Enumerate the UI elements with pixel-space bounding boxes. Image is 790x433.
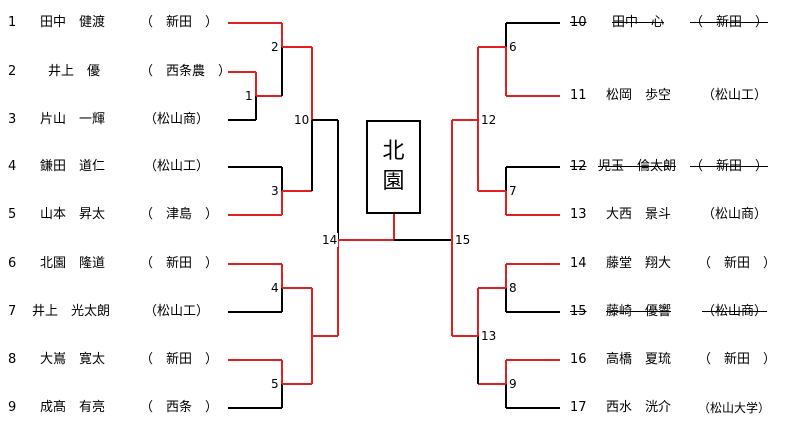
player-school-13: （松山商）	[702, 207, 768, 222]
player-school-2: （ 西条農 ）	[140, 64, 232, 79]
player-name-9: 成髙 有亮	[40, 400, 106, 415]
player-name-2: 井上 優	[48, 64, 101, 79]
player-school-17: （松山大学）	[698, 401, 771, 415]
match-number-9: 9	[508, 377, 518, 391]
player-school-7: （松山工）	[144, 304, 210, 319]
player-name-10: 田中 心	[612, 15, 665, 30]
seed-13: 13	[570, 207, 587, 222]
player-school-14: （ 新田 ）	[698, 256, 777, 271]
seed-7: 7	[8, 304, 17, 319]
seed-6: 6	[8, 256, 17, 271]
player-school-9: （ 西条 ）	[140, 400, 219, 415]
match-number-10: 10	[293, 113, 311, 127]
match-number-5: 5	[270, 377, 280, 391]
seed-15: 15	[570, 304, 587, 319]
player-school-10: （ 新田 ）	[690, 15, 769, 30]
match-number-15: 15	[454, 233, 472, 247]
seed-3: 3	[8, 112, 17, 127]
seed-14: 14	[570, 256, 587, 271]
player-name-14: 藤堂 翔大	[606, 256, 672, 271]
match-number-7: 7	[508, 184, 518, 198]
player-school-16: （ 新田 ）	[698, 352, 777, 367]
player-school-11: （松山工）	[702, 88, 768, 103]
player-school-3: （松山商）	[144, 112, 210, 127]
player-name-17: 西水 洸介	[606, 400, 672, 415]
player-name-13: 大西 景斗	[606, 207, 672, 222]
match-number-1: 1	[244, 89, 254, 103]
seed-1: 1	[8, 15, 17, 30]
match-number-2: 2	[270, 40, 280, 54]
seed-4: 4	[8, 159, 17, 174]
player-school-5: （ 津島 ）	[140, 207, 219, 222]
player-name-11: 松岡 歩空	[606, 88, 672, 103]
player-name-3: 片山 一輝	[40, 112, 106, 127]
player-name-5: 山本 昇太	[40, 207, 106, 222]
player-name-8: 大嶌 寛太	[40, 352, 106, 367]
seed-17: 17	[570, 400, 587, 415]
player-name-6: 北園 隆道	[40, 256, 106, 271]
match-number-12: 12	[480, 113, 498, 127]
player-school-15: （松山商）	[702, 304, 768, 319]
match-number-8: 8	[508, 281, 518, 295]
winner-char-2: 園	[382, 169, 405, 194]
player-school-6: （ 新田 ）	[140, 256, 219, 271]
match-number-14: 14	[321, 233, 339, 247]
player-school-12: （ 新田 ）	[690, 159, 769, 174]
player-name-7: 井上 光太朗	[32, 304, 111, 319]
player-name-4: 鎌田 道仁	[40, 159, 106, 174]
winner-char-1: 北	[382, 139, 405, 164]
player-name-16: 高橋 夏琉	[606, 352, 672, 367]
player-name-12: 児玉 倫太朗	[598, 159, 677, 174]
player-school-1: （ 新田 ）	[140, 15, 219, 30]
seed-2: 2	[8, 64, 17, 79]
player-school-8: （ 新田 ）	[140, 352, 219, 367]
match-number-6: 6	[508, 40, 518, 54]
seed-10: 10	[570, 15, 587, 30]
player-name-15: 藤崎 優響	[606, 304, 672, 319]
winner-box: 北 園	[366, 120, 421, 214]
seed-12: 12	[570, 159, 587, 174]
seed-16: 16	[570, 352, 587, 367]
seed-9: 9	[8, 400, 17, 415]
player-name-1: 田中 健渡	[40, 15, 106, 30]
player-school-4: （松山工）	[144, 159, 210, 174]
match-number-3: 3	[270, 184, 280, 198]
match-number-4: 4	[270, 281, 280, 295]
match-number-13: 13	[480, 329, 498, 343]
seed-11: 11	[570, 88, 587, 103]
seed-5: 5	[8, 207, 17, 222]
seed-8: 8	[8, 352, 17, 367]
